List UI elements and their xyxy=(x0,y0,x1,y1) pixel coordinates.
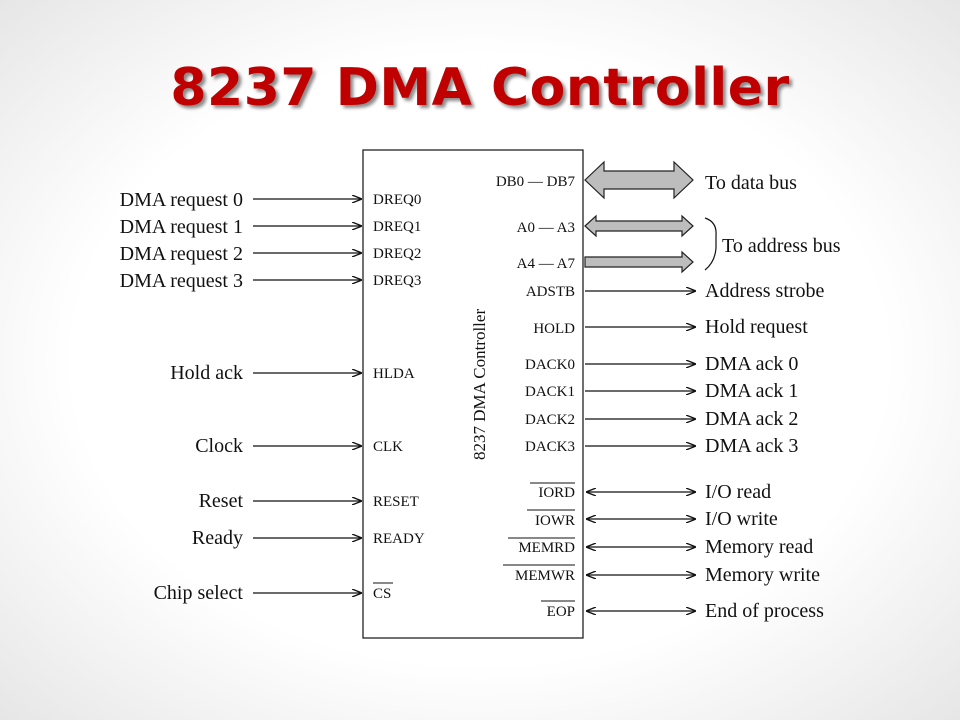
output-pin: IOWR xyxy=(535,513,575,529)
data-bus: DB0 — DB7 To data bus xyxy=(496,160,797,200)
input-label: DMA request 2 xyxy=(120,243,243,265)
input-label: Clock xyxy=(195,435,243,457)
input-signal-6: Reset RESET xyxy=(199,490,419,512)
input-signal-3: DMA request 3 DREQ3 xyxy=(120,270,422,292)
output-label: DMA ack 3 xyxy=(705,435,798,457)
output-pin: DACK0 xyxy=(525,357,575,373)
output-label: End of process xyxy=(705,600,824,622)
output-label: DMA ack 0 xyxy=(705,353,798,375)
chip-box xyxy=(362,149,584,639)
page-title: 8237 DMA Controller xyxy=(170,58,790,118)
input-signal-8: Chip select CS xyxy=(154,582,393,604)
output-signal-5: DACK3 DMA ack 3 xyxy=(525,435,798,457)
address-bus-brace xyxy=(704,217,717,271)
input-label: DMA request 3 xyxy=(120,270,243,292)
input-signal-4: Hold ack HLDA xyxy=(170,362,415,384)
input-label: Ready xyxy=(192,527,243,549)
bidirectional-bus-arrow xyxy=(584,214,694,238)
output-label: Memory write xyxy=(705,564,820,586)
output-signal-3: DACK1 DMA ack 1 xyxy=(525,380,798,402)
output-pin: DACK3 xyxy=(525,439,575,455)
address-bus-high: A4 — A7 xyxy=(517,250,694,274)
input-signal-0: DMA request 0 DREQ0 xyxy=(120,189,422,211)
input-pin: DREQ3 xyxy=(373,273,421,289)
address-bus-low: A0 — A3 xyxy=(517,214,694,238)
input-label: DMA request 1 xyxy=(120,216,243,238)
address-bus-label: To address bus xyxy=(722,235,841,257)
output-label: Address strobe xyxy=(705,280,825,302)
output-pin: IORD xyxy=(538,485,575,501)
input-pin: DREQ1 xyxy=(373,219,421,235)
output-bus-arrow xyxy=(584,250,694,274)
output-signal-0: ADSTB Address strobe xyxy=(526,280,825,302)
output-signal-8: MEMRD Memory read xyxy=(508,536,813,558)
output-pin: HOLD xyxy=(533,321,575,337)
output-label: Hold request xyxy=(705,316,808,338)
output-signal-10: EOP End of process xyxy=(541,600,824,622)
output-pin: DACK2 xyxy=(525,412,575,428)
output-label: DMA ack 1 xyxy=(705,380,798,402)
output-label: DMA ack 2 xyxy=(705,408,798,430)
output-signal-7: IOWR I/O write xyxy=(527,508,778,530)
input-label: DMA request 0 xyxy=(120,189,243,211)
output-signal-9: MEMWR Memory write xyxy=(503,564,820,586)
input-signal-1: DMA request 1 DREQ1 xyxy=(120,216,422,238)
output-signal-1: HOLD Hold request xyxy=(533,316,808,338)
input-pin: CS xyxy=(373,586,391,602)
output-signal-2: DACK0 DMA ack 0 xyxy=(525,353,798,375)
input-signal-7: Ready READY xyxy=(192,527,425,549)
output-pin: MEMRD xyxy=(518,540,575,556)
output-pin: EOP xyxy=(547,604,575,620)
input-pin: DREQ0 xyxy=(373,192,421,208)
output-pin: MEMWR xyxy=(515,568,575,584)
output-label: I/O write xyxy=(705,508,778,530)
input-signal-2: DMA request 2 DREQ2 xyxy=(120,243,422,265)
input-pin: DREQ2 xyxy=(373,246,421,262)
input-label: Hold ack xyxy=(170,362,243,384)
output-pin: DACK1 xyxy=(525,384,575,400)
bus-pin: A4 — A7 xyxy=(517,256,576,272)
chip-name: 8237 DMA Controller xyxy=(470,309,489,460)
output-pin: ADSTB xyxy=(526,284,575,300)
input-label: Reset xyxy=(199,490,244,512)
bus-pin: DB0 — DB7 xyxy=(496,174,576,190)
output-signal-4: DACK2 DMA ack 2 xyxy=(525,408,798,430)
input-label: Chip select xyxy=(154,582,244,604)
input-pin: READY xyxy=(373,531,425,547)
output-label: I/O read xyxy=(705,481,771,503)
input-pin: RESET xyxy=(373,494,419,510)
output-label: Memory read xyxy=(705,536,813,558)
input-pin: HLDA xyxy=(373,366,415,382)
bidirectional-bus-arrow xyxy=(584,160,694,200)
bus-label: To data bus xyxy=(705,172,797,194)
output-signal-6: IORD I/O read xyxy=(530,481,771,503)
input-pin: CLK xyxy=(373,439,403,455)
bus-pin: A0 — A3 xyxy=(517,220,575,236)
input-signal-5: Clock CLK xyxy=(195,435,403,457)
